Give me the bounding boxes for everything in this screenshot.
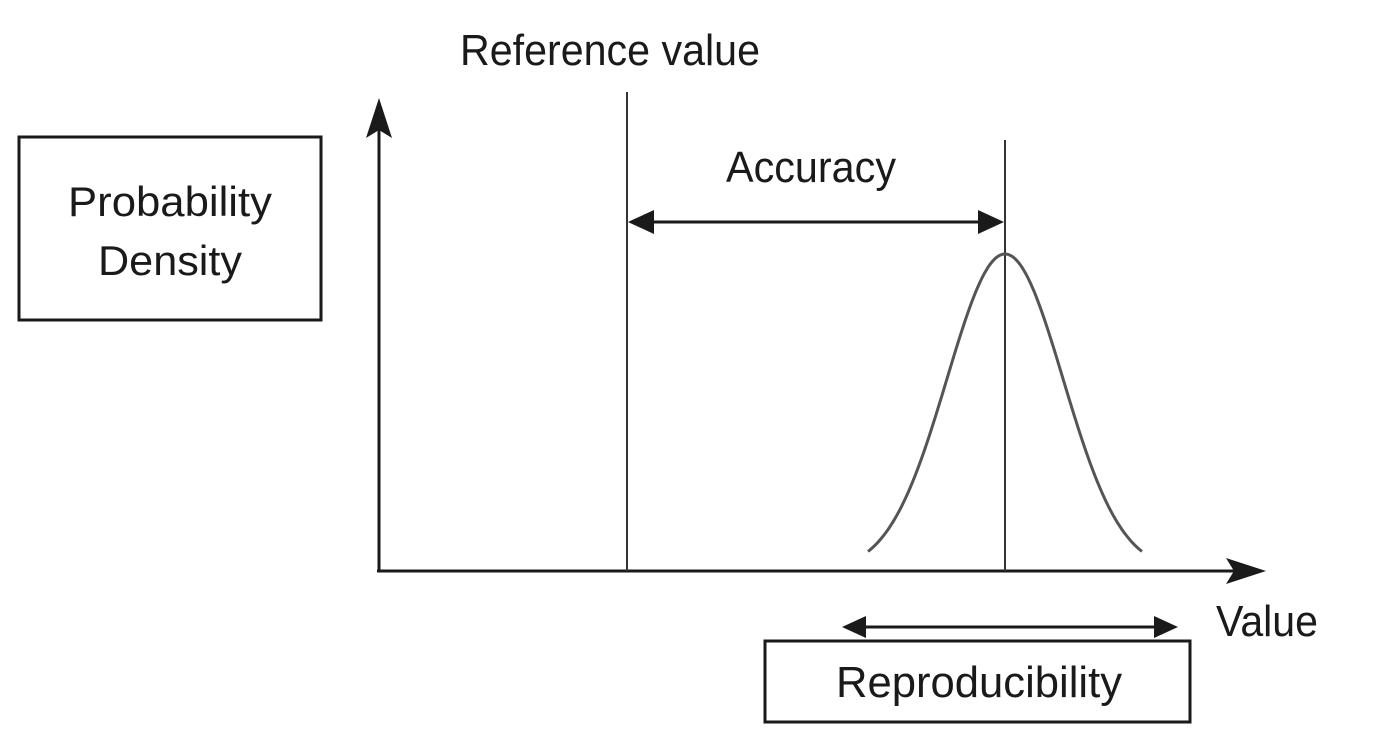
x-axis-arrow-icon <box>1226 558 1266 584</box>
x-axis <box>377 558 1266 584</box>
accuracy-arrow-left-icon <box>628 210 654 234</box>
y-axis <box>366 98 392 572</box>
reproducibility-double-arrow <box>842 616 1178 638</box>
reproducibility-arrow-right-icon <box>1154 616 1178 638</box>
probability-density-curve <box>867 252 1143 553</box>
reproducibility-arrow-left-icon <box>842 616 866 638</box>
x-axis-label: Value <box>1216 597 1318 646</box>
y-axis-label-box: Probability Density <box>17 135 323 322</box>
reproducibility-label: Reproducibility <box>836 658 1122 707</box>
y-axis-arrow-icon <box>366 98 392 138</box>
reference-value-label: Reference value <box>460 26 760 75</box>
accuracy-label: Accuracy <box>726 143 896 192</box>
accuracy-arrow-right-icon <box>978 210 1004 234</box>
y-axis-label-line1: Probability <box>68 178 272 225</box>
y-axis-label-line2: Density <box>98 237 242 284</box>
accuracy-double-arrow <box>628 210 1004 234</box>
reproducibility-label-box: Reproducibility <box>763 639 1192 724</box>
